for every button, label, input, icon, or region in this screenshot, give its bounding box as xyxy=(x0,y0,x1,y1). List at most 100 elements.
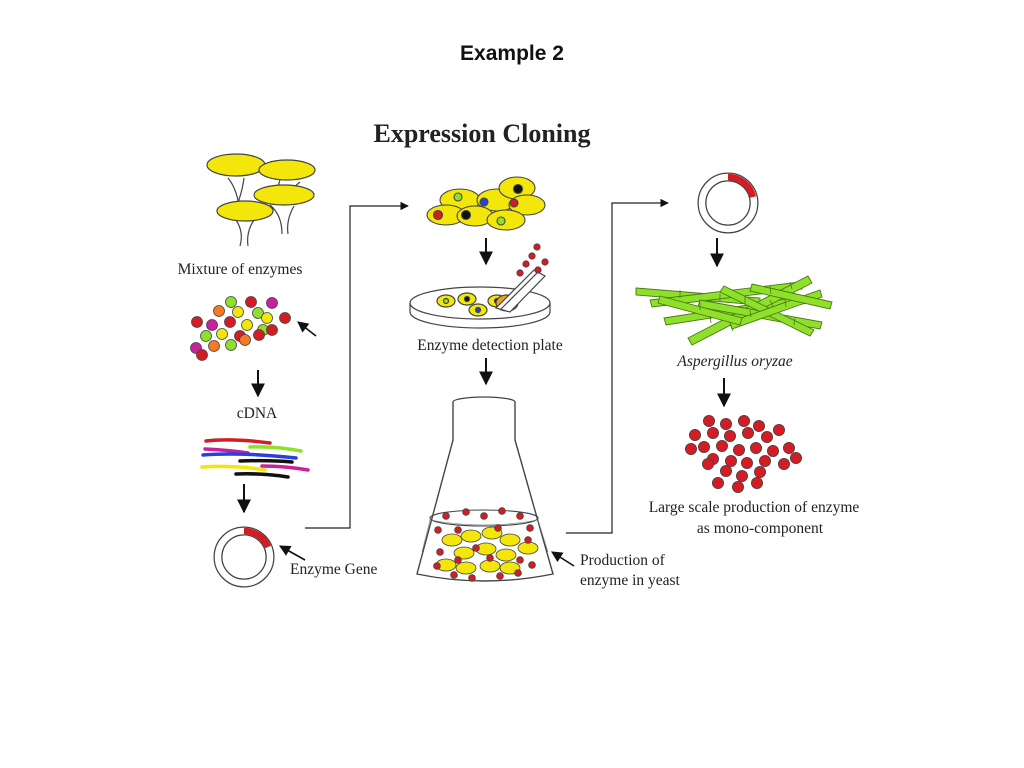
flask-enzyme-dots xyxy=(433,507,536,582)
enzyme-dot xyxy=(196,349,208,361)
produced-enzyme-dot xyxy=(754,465,767,478)
yeast-cell xyxy=(453,546,475,560)
enzyme-dot-small xyxy=(472,544,480,552)
produced-enzyme-dot xyxy=(716,439,729,452)
produced-enzyme-dot xyxy=(767,444,780,457)
colony-dot xyxy=(522,260,530,268)
label-large-scale-line1: Large scale production of enzyme xyxy=(649,499,860,516)
enzyme-dot-small xyxy=(486,554,494,562)
yeast-cell xyxy=(517,541,539,555)
label-aspergillus-oryzae: Aspergillus oryzae xyxy=(676,353,792,370)
enzyme-dot-small xyxy=(462,508,470,516)
produced-enzyme-dot xyxy=(702,457,715,470)
enzyme-dot-small xyxy=(436,548,444,556)
produced-enzyme-dot xyxy=(790,451,803,464)
pointer-arrow-dots xyxy=(297,321,317,337)
enzyme-dot xyxy=(191,316,203,328)
label-large-scale-line2: as mono-component xyxy=(697,520,824,537)
produced-enzyme-dot xyxy=(725,454,738,467)
produced-enzyme-dot xyxy=(761,430,774,443)
label-production-line2: enzyme in yeast xyxy=(580,572,681,589)
aspergillus-hyphae xyxy=(635,275,833,346)
produced-enzyme-dot xyxy=(736,469,749,482)
slide-title: Example 2 xyxy=(460,42,564,65)
enzyme-dot xyxy=(252,307,264,319)
enzyme-dot-small xyxy=(524,536,532,544)
enzyme-dot xyxy=(266,324,278,336)
produced-enzyme-dot xyxy=(689,428,702,441)
label-production-line1: Production of xyxy=(580,552,666,569)
enzyme-dot-small xyxy=(454,556,462,564)
label-mixture-of-enzymes: Mixture of enzymes xyxy=(178,261,303,278)
enzyme-dot-small xyxy=(496,572,504,580)
enzyme-dot xyxy=(213,305,225,317)
enzyme-dot xyxy=(225,339,237,351)
enzyme-dot xyxy=(200,330,212,342)
produced-enzyme-dot xyxy=(707,426,720,439)
enzyme-mixture-illustration xyxy=(206,153,316,247)
diagram-title: Expression Cloning xyxy=(374,119,591,148)
picked-colony-dots xyxy=(516,243,549,277)
plasmid-expression-vector xyxy=(697,172,759,234)
label-cdna: cDNA xyxy=(237,405,278,422)
produced-enzyme-dots xyxy=(685,414,803,493)
produced-enzyme-dot xyxy=(783,441,796,454)
yeast-cell xyxy=(495,548,517,562)
enzyme-dot-small xyxy=(433,562,441,570)
yeast-cell xyxy=(499,533,521,547)
colony-dot xyxy=(534,266,542,274)
flask-yeast-cells xyxy=(435,526,539,575)
enzyme-dot xyxy=(216,328,228,340)
enzyme-dot-small xyxy=(480,512,488,520)
label-enzyme-gene: Enzyme Gene xyxy=(290,561,377,578)
pointer-arrow-production xyxy=(551,551,575,567)
produced-enzyme-dot xyxy=(720,464,733,477)
enzyme-dot xyxy=(266,297,278,309)
produced-enzyme-dot xyxy=(750,441,763,454)
enzyme-dot xyxy=(232,306,244,318)
enzyme-dot-small xyxy=(516,512,524,520)
enzyme-dot-small xyxy=(514,569,522,577)
produced-enzyme-dot xyxy=(712,476,725,489)
colony-dot xyxy=(541,258,549,266)
colony-dot xyxy=(516,269,524,277)
enzyme-dot xyxy=(261,312,273,324)
enzyme-dot-small xyxy=(450,571,458,579)
produced-enzyme-dot xyxy=(751,476,764,489)
produced-enzyme-dot xyxy=(742,426,755,439)
enzyme-dot xyxy=(225,296,237,308)
enzyme-dot xyxy=(253,329,265,341)
produced-enzyme-dot xyxy=(732,480,745,493)
enzyme-dot-small xyxy=(454,526,462,534)
label-enzyme-detection-plate: Enzyme detection plate xyxy=(417,337,563,354)
produced-enzyme-dot xyxy=(773,423,786,436)
produced-enzyme-dot xyxy=(698,440,711,453)
enzyme-dot xyxy=(239,334,251,346)
produced-enzyme-dot xyxy=(703,414,716,427)
produced-enzyme-dot xyxy=(741,456,754,469)
yeast-cells-cluster xyxy=(426,176,546,231)
enzyme-dot xyxy=(206,319,218,331)
enzyme-dot-small xyxy=(494,524,502,532)
hyphae-septa xyxy=(679,281,796,332)
enzyme-dots-cluster xyxy=(190,296,291,361)
enzyme-dot xyxy=(279,312,291,324)
enzyme-dot-small xyxy=(516,556,524,564)
enzyme-dot xyxy=(208,340,220,352)
enzyme-dot-small xyxy=(468,574,476,582)
produced-enzyme-dot xyxy=(685,442,698,455)
pointer-arrow-gene xyxy=(279,545,306,561)
enzyme-dot-small xyxy=(526,524,534,532)
yeast-cell xyxy=(441,533,463,547)
enzyme-dot-small xyxy=(528,561,536,569)
enzyme-dot xyxy=(241,319,253,331)
enzyme-dot xyxy=(224,316,236,328)
produced-enzyme-dot xyxy=(778,457,791,470)
enzyme-dot-small xyxy=(498,507,506,515)
yeast-cell xyxy=(460,529,482,543)
plasmid-enzyme-gene xyxy=(213,526,275,588)
cdna-strands xyxy=(200,438,310,479)
produced-enzyme-dot xyxy=(720,417,733,430)
produced-enzyme-dot xyxy=(753,419,766,432)
